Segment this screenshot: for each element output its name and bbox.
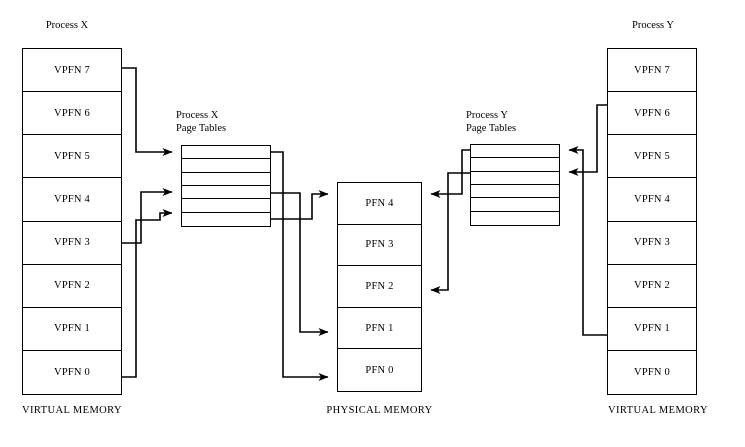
vpfn-y-cell: VPFN 2 — [608, 265, 696, 308]
page-table-y-row — [471, 145, 559, 159]
page-table-y-row — [471, 185, 559, 199]
wire-vpfn0-to-ptx-row6 — [122, 209, 173, 378]
process-x-title: Process X — [45, 20, 89, 31]
page-table-y-row — [471, 198, 559, 212]
pfn-cell: PFN 1 — [338, 308, 421, 350]
wire-vpfn6-to-pty-row3 — [568, 104, 607, 176]
pfn-cell: PFN 3 — [338, 225, 421, 267]
pfn-cell: PFN 0 — [365, 364, 394, 376]
pfn-cell: PFN 4 — [338, 183, 421, 225]
footer-virtual-memory-right: VIRTUAL MEMORY — [608, 405, 708, 416]
page-table-y-row — [471, 212, 559, 225]
wire-ptx-row4-to-pfn1 — [271, 192, 329, 336]
footer-virtual-memory-left: VIRTUAL MEMORY — [22, 405, 122, 416]
vpfn-x-cell: VPFN 5 — [23, 135, 121, 179]
vpfn-y-cell: VPFN 6 — [608, 92, 696, 136]
process-x-page-tables-caption: Process X Page Tables — [176, 110, 227, 134]
page-table-y-row — [471, 158, 559, 172]
page-table-y — [470, 144, 560, 226]
vpfn-x-cell: VPFN 4 — [23, 178, 121, 222]
vpfn-x-cell: VPFN 7 — [23, 49, 121, 93]
page-table-x — [181, 145, 271, 227]
page-table-x-row — [182, 213, 270, 226]
vpfn-y-cell: VPFN 4 — [608, 178, 696, 222]
vpfn-y-cell: VPFN 1 — [608, 308, 696, 351]
pfn-cell: PFN 2 — [338, 266, 421, 308]
wire-ptx-row6-to-pfn4 — [271, 190, 329, 220]
vpfn-y-cell: VPFN 3 — [608, 222, 696, 265]
vpfn-x-cell: VPFN 3 — [23, 222, 121, 265]
wire-vpfn1-to-pty-row1 — [568, 146, 607, 336]
page-table-y-row — [471, 172, 559, 185]
vpfn-y-cell: VPFN 5 — [608, 135, 696, 179]
vpfn-x-cell: VPFN 2 — [23, 265, 121, 308]
vpfn-y-cell: VPFN 7 — [608, 49, 696, 93]
wire-vpfn3-to-ptx-row4 — [122, 188, 173, 244]
vpfn-x-cell: VPFN 1 — [23, 308, 121, 351]
wire-vpfn7-to-ptx-row1 — [122, 67, 173, 156]
process-y-title: Process Y — [632, 20, 674, 31]
footer-physical-memory: PHYSICAL MEMORY — [326, 405, 433, 416]
wire-pty-row3-to-pfn2 — [430, 172, 470, 294]
page-table-x-row — [182, 146, 270, 160]
page-table-x-row — [182, 186, 270, 200]
process-y-page-tables-caption: Process Y Page Tables — [466, 110, 517, 134]
page-table-x-row — [182, 173, 270, 186]
wire-pty-row1-to-pfn4 — [430, 149, 470, 198]
page-table-x-row — [182, 159, 270, 173]
page-table-x-row — [182, 199, 270, 213]
vpfn-x-cell: VPFN 6 — [23, 92, 121, 136]
wire-ptx-row1-to-pfn0 — [271, 151, 329, 381]
vpfn-y-cell: VPFN 0 — [634, 366, 670, 378]
vpfn-x-cell: VPFN 0 — [54, 366, 90, 378]
